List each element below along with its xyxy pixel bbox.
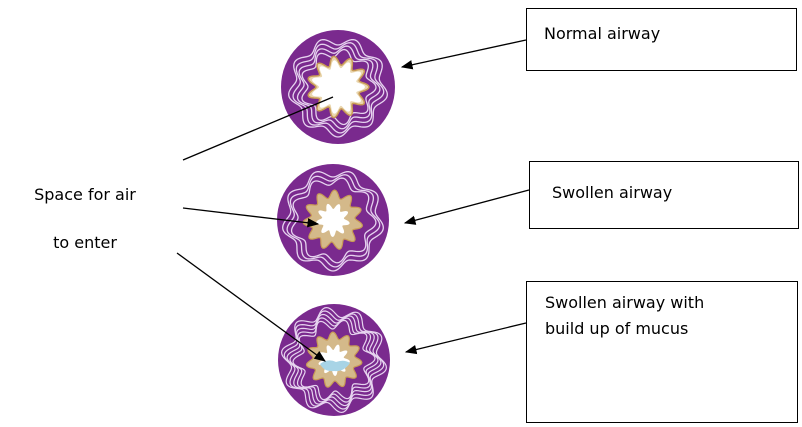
airway-wall-line	[292, 42, 385, 134]
normal-airway-illustration	[281, 30, 395, 144]
arrow-space-to-swollen	[182, 207, 320, 228]
swollen-airway-lumen	[316, 203, 350, 237]
mucus-airway-label-box: Swollen airway with build up of mucus	[526, 281, 798, 423]
airway-wall-line	[301, 48, 377, 126]
airway-wall-line	[283, 310, 385, 410]
airway-wall-line	[288, 38, 388, 138]
arrow-mucus-airway	[404, 322, 527, 355]
normal-airway-wall-lines	[288, 38, 388, 138]
space-for-air-label-line1: Space for air	[34, 185, 136, 204]
space-for-air-label-line2: to enter	[53, 233, 117, 252]
mucus-airway-label-line2: build up of mucus	[545, 318, 689, 338]
mucus-airway-label-line1: Swollen airway with	[545, 293, 705, 312]
mucus-airway-wall-lines	[280, 306, 388, 414]
swollen-airway-label-box: Swollen airway	[529, 161, 799, 229]
line-space-to-normal	[182, 96, 334, 161]
mucus-airway-illustration	[278, 304, 390, 416]
airway-wall-line	[296, 45, 381, 130]
airway-wall-line	[292, 319, 376, 401]
arrow-space-to-mucus	[176, 252, 326, 362]
swollen-airway-label: Swollen airway	[552, 183, 673, 202]
normal-airway-label: Normal airway	[544, 24, 661, 43]
swollen-airway-illustration	[277, 164, 389, 276]
mucus-blob	[320, 360, 350, 372]
airway-wall-line	[290, 177, 377, 264]
airway-wall-line	[286, 313, 382, 407]
normal-airway-label-box: Normal airway	[526, 8, 797, 71]
airway-wall-line	[286, 174, 381, 268]
arrow-normal-airway	[400, 39, 527, 70]
arrow-swollen-airway	[403, 189, 530, 225]
